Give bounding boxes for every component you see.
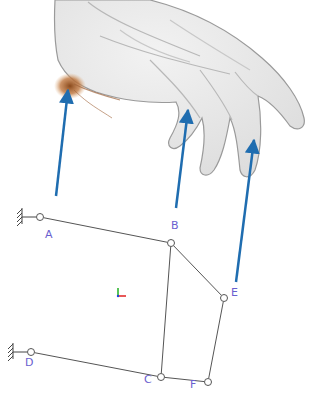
linkage-bar (174, 246, 221, 295)
linkage-bar (35, 353, 157, 376)
tendon (74, 90, 112, 118)
hand (54, 0, 304, 177)
tendon (74, 84, 120, 100)
joint-circle: D (27, 348, 35, 356)
joint-circle: A (36, 213, 44, 221)
leader-arrow (176, 110, 188, 208)
joint-label: A (45, 229, 53, 240)
leader-arrow (56, 90, 68, 196)
linkage-bar (209, 302, 224, 378)
joint-label: E (231, 287, 238, 298)
leader-arrow (236, 140, 254, 282)
ground-symbol (8, 343, 27, 361)
linkage-bar (44, 218, 167, 242)
joint-circle: F (204, 378, 212, 386)
joint-label: D (25, 357, 33, 368)
ground-symbol (17, 208, 36, 226)
linkage-bar (161, 247, 170, 373)
joint-highlight (54, 73, 86, 99)
axis-triad (117, 288, 126, 297)
joint-label: B (171, 220, 179, 231)
joint-circle: C (157, 373, 165, 381)
joint-label: C (144, 374, 152, 385)
joint-circle: E (220, 294, 228, 302)
joint-circle: B (167, 239, 175, 247)
linkage-bar (165, 377, 204, 381)
joint-label: F (190, 379, 196, 390)
